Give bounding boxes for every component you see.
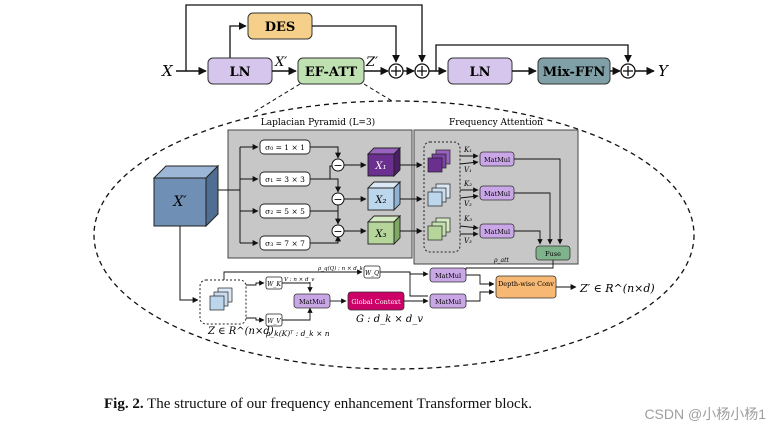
ln1-label: LN bbox=[229, 65, 250, 80]
v1-label: V₁ bbox=[464, 166, 472, 174]
g-dim-label: G : d_k × d_v bbox=[356, 314, 423, 325]
des-label: DES bbox=[265, 20, 296, 35]
matmul-label: MatMul bbox=[435, 272, 461, 280]
kv-group bbox=[423, 141, 461, 253]
sigma-label: σ₀ = 1 × 1 bbox=[265, 143, 305, 152]
x2-label: X₂ bbox=[374, 195, 386, 206]
frequency-title: Frequency Attention bbox=[449, 118, 543, 128]
efatt-label: EF-ATT bbox=[305, 65, 358, 80]
global-context-label: Global Context bbox=[351, 298, 401, 306]
caption-label: Fig. 2. bbox=[104, 396, 144, 412]
wq-label: W_Q bbox=[365, 270, 379, 277]
z-input-label: Z ∈ R^(n×d) bbox=[207, 326, 274, 337]
ln2-label: LN bbox=[469, 65, 490, 80]
subtract-nodes: − − − bbox=[331, 158, 345, 238]
x-prime-label: X′ bbox=[274, 55, 287, 70]
sigma-label: σ₂ = 5 × 5 bbox=[265, 207, 305, 216]
minus-sign: − bbox=[333, 225, 342, 238]
efatt-detail: Laplacian Pyramid (L=3) Frequency Attent… bbox=[93, 83, 695, 370]
x3-label: X₃ bbox=[374, 229, 386, 240]
v-dim-label: V : n × d_v bbox=[284, 277, 315, 283]
v2-label: V₂ bbox=[464, 200, 472, 208]
p-att-label: ρ_att bbox=[493, 257, 510, 264]
watermark: CSDN @小杨小杨1 bbox=[644, 406, 766, 422]
figure-caption: Fig. 2. The structure of our frequency e… bbox=[104, 396, 724, 413]
x2-cube: X₂ bbox=[366, 180, 402, 212]
x3-cube: X₃ bbox=[366, 214, 402, 246]
output-y-label: Y bbox=[658, 62, 670, 80]
z-stack bbox=[209, 287, 233, 311]
xprime-cube: X′ bbox=[152, 164, 220, 228]
k1-label: K₁ bbox=[463, 146, 472, 154]
kv-stack-3 bbox=[427, 217, 451, 241]
kv-stack-1 bbox=[427, 149, 451, 173]
x1-label: X₁ bbox=[374, 161, 386, 172]
mixffn-label: Mix-FFN bbox=[543, 65, 606, 80]
matmul-label: MatMul bbox=[484, 156, 510, 164]
wv-label: W_V bbox=[267, 318, 281, 325]
xprime-cube-label: X′ bbox=[172, 194, 187, 210]
sigma-boxes: σ₀ = 1 × 1 σ₁ = 3 × 3 σ₂ = 5 × 5 σ₃ = 7 … bbox=[259, 139, 311, 251]
matmul-label: MatMul bbox=[484, 190, 510, 198]
v3-label: V₃ bbox=[464, 237, 472, 245]
matmul-label: MatMul bbox=[484, 228, 510, 236]
z-group bbox=[199, 279, 247, 325]
wk-label: W_K bbox=[267, 281, 281, 288]
pk-label: ρ_k(K)ᵀ : d_k × n bbox=[265, 329, 330, 338]
caption-text: The structure of our frequency enhanceme… bbox=[147, 396, 532, 412]
sigma-label: σ₃ = 7 × 7 bbox=[265, 239, 305, 248]
top-pipeline: X DES LN X′ EF-ATT Z′ bbox=[161, 4, 670, 85]
dwconv-label: Depth-wise Conv bbox=[498, 280, 554, 288]
minus-sign: − bbox=[333, 193, 342, 206]
k2-label: K₂ bbox=[463, 180, 472, 188]
input-x-label: X bbox=[161, 62, 174, 80]
z-prime-label: Z′ bbox=[365, 55, 378, 70]
fuse-label: Fuse bbox=[545, 250, 561, 258]
sigma-label: σ₁ = 3 × 3 bbox=[265, 175, 305, 184]
x1-cube: X₁ bbox=[366, 146, 402, 178]
kv-stack-2 bbox=[427, 183, 451, 207]
detail-ellipse bbox=[93, 100, 695, 370]
k3-label: K₃ bbox=[463, 215, 472, 223]
matmul-label: MatMul bbox=[299, 298, 325, 306]
freq-matmuls: MatMul MatMul MatMul bbox=[479, 151, 515, 239]
matmul-label: MatMul bbox=[435, 298, 461, 306]
laplacian-title: Laplacian Pyramid (L=3) bbox=[261, 117, 375, 128]
z-output-label: Z′ ∈ R^(n×d) bbox=[579, 282, 655, 295]
minus-sign: − bbox=[333, 159, 342, 172]
pq-label: ρ_q(Q) : n × d_k bbox=[317, 265, 364, 272]
